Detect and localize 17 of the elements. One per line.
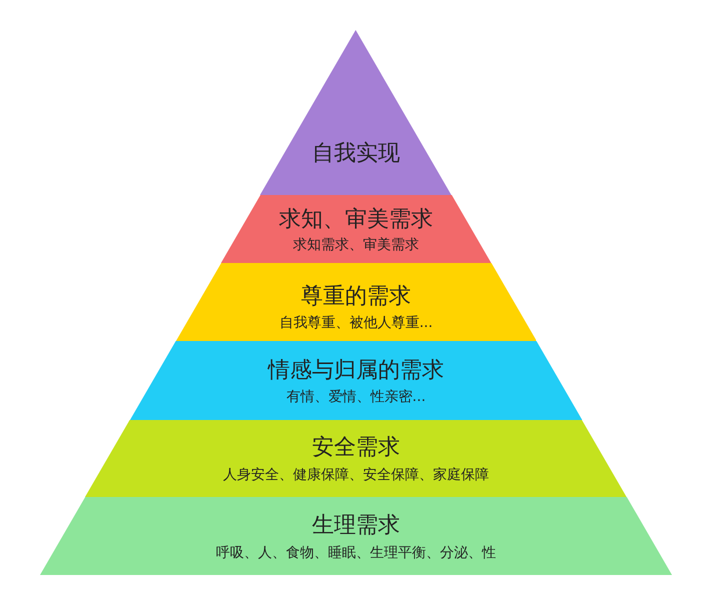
layer-title: 情感与归属的需求: [266, 357, 445, 385]
pyramid-layer: [260, 30, 452, 195]
layer-description: 求知需求、审美需求: [292, 236, 420, 254]
layer-title: 求知、审美需求: [278, 206, 434, 234]
layer-description: 自我尊重、被他人尊重...: [278, 314, 434, 332]
layer-description: 呼吸、人、食物、睡眠、生理平衡、分泌、性: [215, 544, 497, 562]
pyramid-layer: [130, 341, 582, 420]
pyramid-layer: [85, 420, 627, 497]
pyramid-layer: [176, 263, 536, 341]
layer-title: 尊重的需求: [300, 283, 412, 311]
layer-description: 有情、爱情、性亲密...: [285, 388, 427, 406]
layer-title: 生理需求: [311, 512, 401, 540]
layer-description: 人身安全、健康保障、安全保障、家庭保障: [222, 466, 490, 484]
layer-title: 自我实现: [310, 140, 401, 168]
layer-title: 安全需求: [310, 434, 401, 462]
pyramid-layer: [40, 497, 672, 575]
pyramid-layer: [220, 195, 492, 263]
